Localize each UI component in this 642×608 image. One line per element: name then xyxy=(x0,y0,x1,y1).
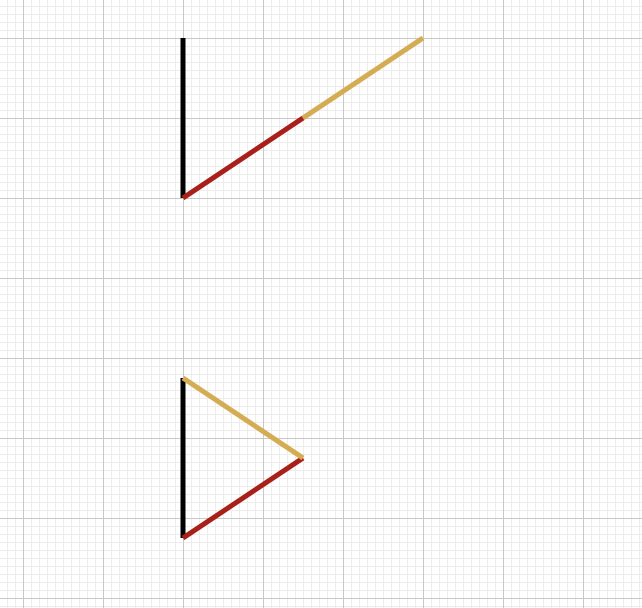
figure-bottom xyxy=(180,375,305,541)
figure-top xyxy=(180,35,425,201)
red-segment xyxy=(181,115,305,201)
gold-segment xyxy=(181,375,305,461)
gold-segment xyxy=(301,35,425,121)
red-segment xyxy=(181,455,305,541)
figures-layer xyxy=(180,35,425,541)
